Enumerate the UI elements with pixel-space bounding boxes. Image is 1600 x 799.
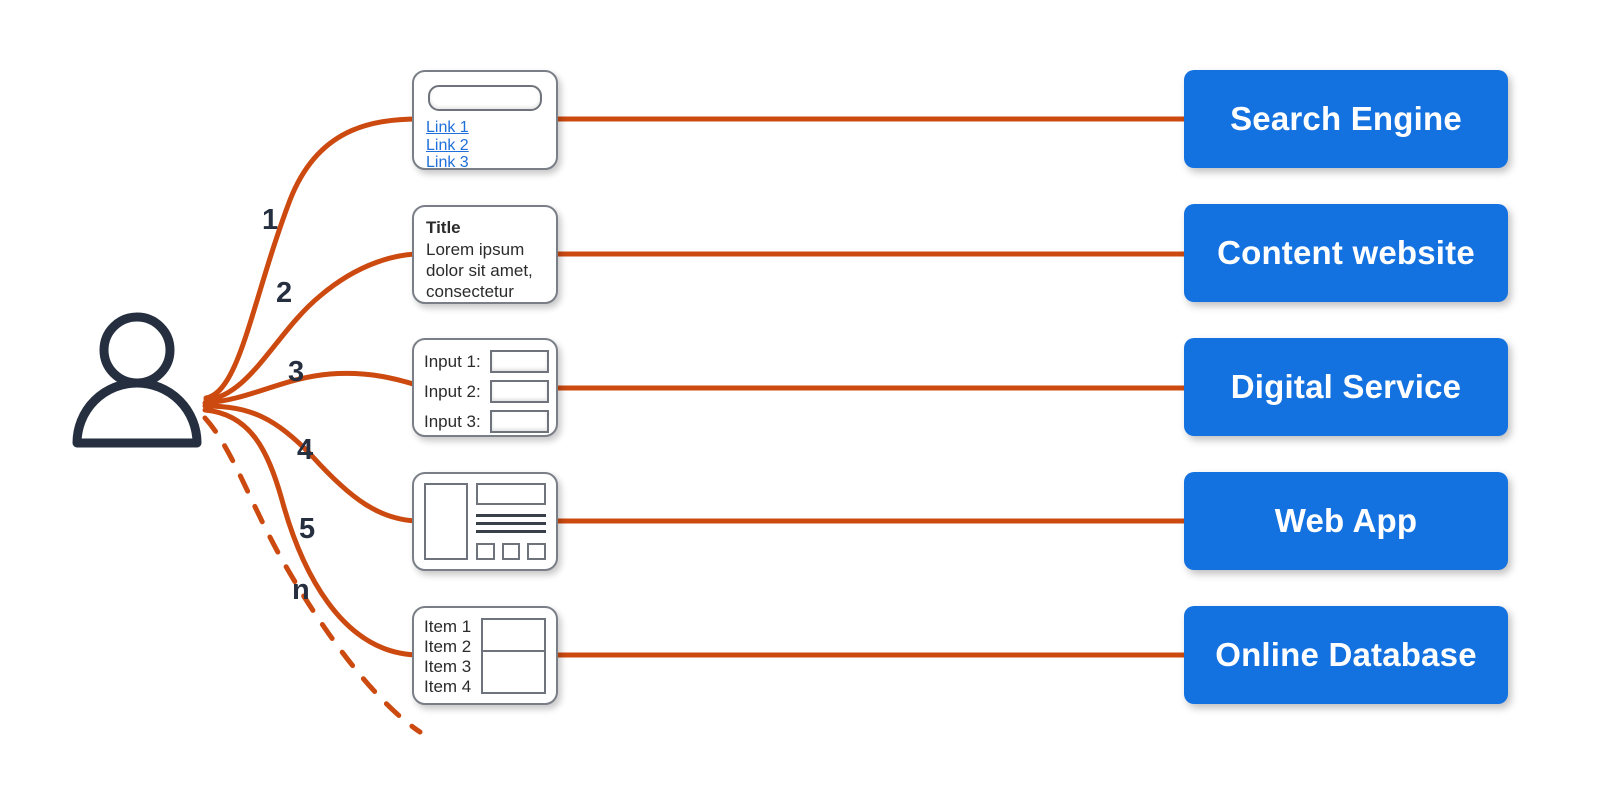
- search-engine-mock-inner: Link 1 Link 2 Link 3: [414, 72, 556, 168]
- search-input[interactable]: [428, 85, 542, 111]
- result-link-3[interactable]: Link 3: [426, 154, 469, 170]
- content-website-mock-inner: Title Lorem ipsum dolor sit amet, consec…: [414, 207, 556, 302]
- digital-service-mock-inner: Input 1: Input 2: Input 3:: [414, 340, 556, 435]
- result-link-1[interactable]: Link 1: [426, 119, 469, 136]
- wireframe-tile: [476, 543, 495, 560]
- destination-digital-service[interactable]: Digital Service: [1184, 338, 1508, 436]
- curve-label-5: 5: [299, 513, 315, 545]
- list-item[interactable]: Item 3: [424, 657, 472, 676]
- destination-label: Online Database: [1215, 636, 1477, 673]
- database-detail-panels: [481, 617, 546, 694]
- input-label-3: Input 3:: [424, 411, 481, 431]
- wireframe-main: [476, 483, 547, 560]
- curve-label-3: 3: [288, 356, 304, 388]
- curve-label-4: 4: [297, 434, 313, 466]
- web-app-mock-inner: [414, 474, 556, 569]
- destination-label: Content website: [1217, 234, 1475, 271]
- wireframe-tiles: [476, 543, 547, 560]
- person-body: [72, 378, 202, 448]
- wireframe-text-lines: [476, 514, 546, 533]
- input-label-1: Input 1:: [424, 351, 481, 371]
- destination-content-website[interactable]: Content website: [1184, 204, 1508, 302]
- web-app-mock-card[interactable]: [412, 472, 558, 571]
- database-layout: Item 1 Item 2 Item 3 Item 4: [424, 617, 546, 696]
- curve-3: [202, 370, 423, 406]
- online-database-mock-inner: Item 1 Item 2 Item 3 Item 4: [414, 608, 556, 703]
- search-engine-mock-card[interactable]: Link 1 Link 2 Link 3: [412, 70, 558, 170]
- curve-label-n: n: [292, 574, 310, 606]
- curve-label-2: 2: [276, 277, 292, 309]
- content-website-mock-card[interactable]: Title Lorem ipsum dolor sit amet, consec…: [412, 205, 558, 304]
- wireframe: [424, 483, 547, 560]
- curve-label-1: 1: [262, 204, 278, 236]
- input-label-2: Input 2:: [424, 381, 481, 401]
- person-head: [99, 312, 175, 388]
- input-field-3[interactable]: [489, 410, 549, 433]
- wireframe-topbar: [476, 483, 546, 505]
- digital-service-mock-card[interactable]: Input 1: Input 2: Input 3:: [412, 338, 558, 437]
- form-row-1: Input 1:: [424, 348, 549, 375]
- wireframe-tile: [501, 543, 521, 560]
- doc-body: Lorem ipsum dolor sit amet, consectetur: [426, 240, 533, 301]
- list-item[interactable]: Item 1: [424, 617, 472, 636]
- list-item[interactable]: Item 2: [424, 637, 472, 656]
- result-link-2[interactable]: Link 2: [426, 136, 469, 154]
- list-item[interactable]: Item 4: [424, 677, 472, 696]
- database-panel-bottom: [481, 652, 546, 694]
- destination-online-database[interactable]: Online Database: [1184, 606, 1508, 704]
- destination-web-app[interactable]: Web App: [1184, 472, 1508, 570]
- curve-2: [203, 251, 423, 403]
- wireframe-line: [476, 522, 546, 525]
- doc-title: Title: [426, 218, 461, 237]
- database-item-list: Item 1 Item 2 Item 3 Item 4: [424, 617, 472, 696]
- destination-label: Search Engine: [1230, 100, 1462, 137]
- form-row-2: Input 2:: [424, 378, 549, 405]
- destination-search-engine[interactable]: Search Engine: [1184, 70, 1508, 168]
- wireframe-sidebar: [424, 483, 468, 560]
- online-database-mock-card[interactable]: Item 1 Item 2 Item 3 Item 4: [412, 606, 558, 705]
- wireframe-line: [476, 514, 546, 517]
- wireframe-line: [476, 530, 546, 533]
- form-row-3: Input 3:: [424, 408, 549, 435]
- user-person-icon: [72, 312, 202, 448]
- destination-label: Digital Service: [1230, 368, 1462, 405]
- input-field-1[interactable]: [489, 350, 549, 373]
- curve-1: [203, 116, 423, 401]
- database-panel-top: [481, 618, 546, 652]
- destination-label: Web App: [1274, 502, 1418, 539]
- input-field-2[interactable]: [489, 380, 549, 403]
- wireframe-tile: [527, 543, 547, 560]
